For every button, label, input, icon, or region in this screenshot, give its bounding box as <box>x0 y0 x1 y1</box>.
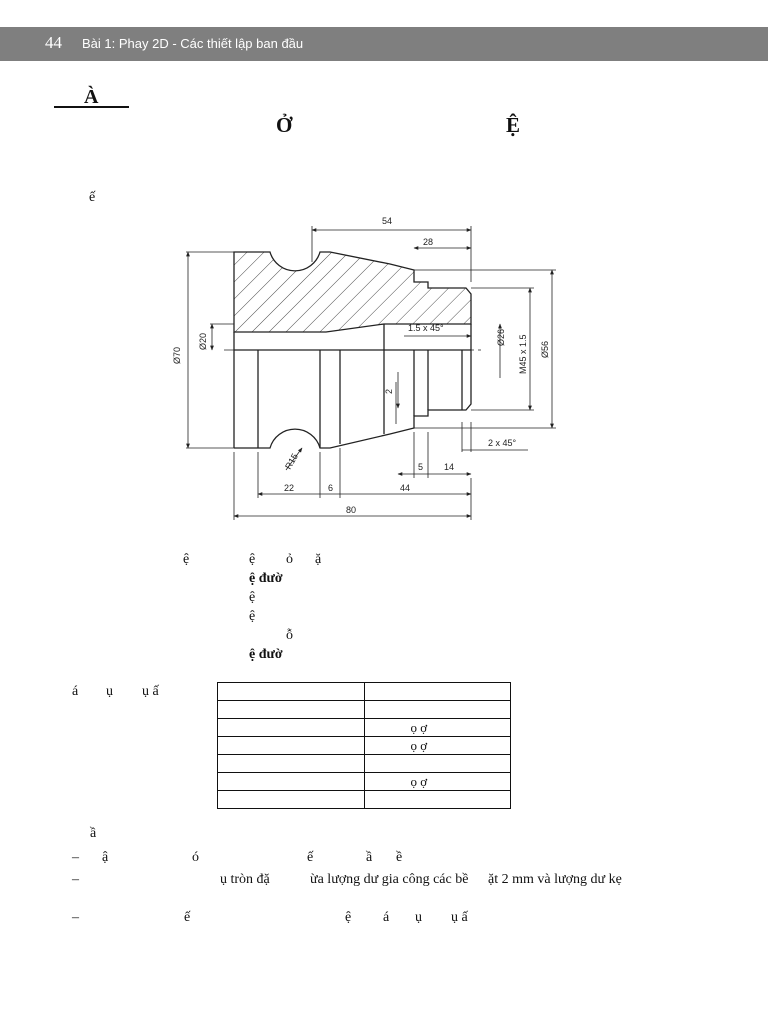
note-3-d: ụ <box>415 910 422 925</box>
note-1-b: ó <box>192 850 199 865</box>
table-label-a: á <box>72 684 79 699</box>
note-2-b: ừa lượng dư gia công các bề <box>310 872 469 887</box>
dim-d70: Ø70 <box>172 347 182 364</box>
note-3-dash: – <box>72 910 79 925</box>
requirement-2: ệ đườ <box>249 571 283 586</box>
table-cell: ọ ợ <box>363 772 511 791</box>
table-row: ọ ợ <box>217 736 511 755</box>
table-cell <box>217 790 365 809</box>
title-right-glyph: Ệ <box>506 113 521 137</box>
dim-22: 22 <box>284 483 294 493</box>
page-header: 44 Bài 1: Phay 2D - Các thiết lập ban đầ… <box>0 27 768 61</box>
note-2-a: ụ tròn đặ <box>220 872 270 887</box>
dim-chamfer-2: 2 x 45° <box>488 438 517 448</box>
note-2-c: ặt 2 mm và lượng dư kẹ <box>488 872 622 887</box>
note-1-d: ầ <box>366 850 373 865</box>
requirement-5: ỗ <box>286 628 293 643</box>
note-3-b: ệ <box>345 910 352 925</box>
requirement-4: ệ <box>249 609 256 624</box>
dim-2: 2 <box>384 389 394 394</box>
note-3-a: ế <box>184 910 191 925</box>
table-row <box>217 790 511 809</box>
section-heading: À <box>84 86 99 108</box>
table-cell <box>217 736 365 755</box>
note-1-dash: – <box>72 850 79 865</box>
note-1-c: ế <box>307 850 314 865</box>
table-cell <box>363 754 511 773</box>
table-cell <box>363 682 511 701</box>
header-title: Bài 1: Phay 2D - Các thiết lập ban đầu <box>82 36 304 51</box>
table-cell <box>217 772 365 791</box>
requirement-1-a: ệ <box>183 552 190 567</box>
dim-44: 44 <box>400 483 410 493</box>
table-row: ọ ợ <box>217 718 511 737</box>
section-underline <box>54 106 129 108</box>
table-cell <box>217 700 365 719</box>
dim-5: 5 <box>418 462 423 472</box>
table-cell <box>217 754 365 773</box>
note-3-e: ụ ấ <box>451 910 468 925</box>
requirement-1-b: ệ <box>249 552 256 567</box>
dim-28: 28 <box>423 237 433 247</box>
notes-heading: ầ <box>90 826 97 841</box>
technical-drawing: 54 28 Ø70 Ø20 1.5 x 45° Ø26 M45 x 1.5 Ø5… <box>172 216 556 520</box>
requirement-1-c: ỏ <box>286 552 293 567</box>
table-cell <box>217 682 365 701</box>
table-cell <box>217 718 365 737</box>
dim-6: 6 <box>328 483 333 493</box>
intro-line: ế <box>89 190 96 205</box>
table-label-b: ụ <box>106 684 113 699</box>
requirement-6: ệ đườ <box>249 647 283 662</box>
table-cell: ọ ợ <box>363 736 511 755</box>
note-3-c: á <box>383 910 390 925</box>
dim-m45: M45 x 1.5 <box>518 334 528 374</box>
note-2-dash: – <box>72 872 79 887</box>
title-left-glyph: Ở <box>276 113 293 137</box>
table-label-c: ụ ấ <box>142 684 159 699</box>
dim-chamfer-1: 1.5 x 45° <box>408 323 444 333</box>
table-row <box>217 754 511 773</box>
spec-table: ọ ợ ọ ợ ọ ợ <box>217 682 511 809</box>
table-cell <box>363 790 511 809</box>
dim-80: 80 <box>346 505 356 515</box>
dim-14: 14 <box>444 462 454 472</box>
page-number: 44 <box>45 33 62 52</box>
table-cell: ọ ợ <box>363 718 511 737</box>
table-cell <box>363 700 511 719</box>
requirement-1-d: ặ <box>315 552 322 567</box>
table-row <box>217 682 511 701</box>
table-row: ọ ợ <box>217 772 511 791</box>
dim-d20: Ø20 <box>198 333 208 350</box>
table-row <box>217 700 511 719</box>
dim-d26: Ø26 <box>496 329 506 346</box>
note-1-a: ậ <box>102 850 109 865</box>
dim-d56: Ø56 <box>540 341 550 358</box>
requirement-3: ệ <box>249 590 256 605</box>
note-1-e: ề <box>396 850 403 865</box>
dim-54: 54 <box>382 216 392 226</box>
